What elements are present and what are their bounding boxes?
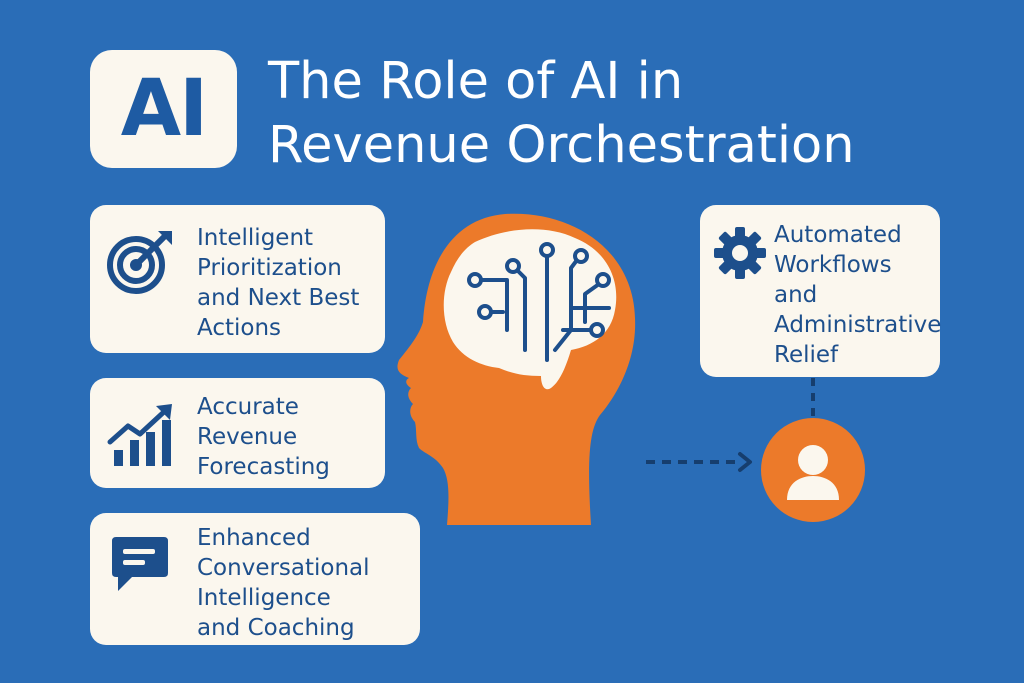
card-line: and bbox=[774, 282, 818, 308]
card-prioritization-text: Intelligent Prioritization and Next Best… bbox=[197, 223, 359, 343]
target-icon bbox=[106, 227, 176, 301]
card-line: Administrative bbox=[774, 312, 942, 338]
card-conversational: Enhanced Conversational Intelligence and… bbox=[90, 513, 420, 645]
growth-chart-icon bbox=[106, 402, 176, 472]
card-line: and Coaching bbox=[197, 615, 355, 641]
card-line: Forecasting bbox=[197, 454, 330, 480]
card-conversational-text: Enhanced Conversational Intelligence and… bbox=[197, 523, 370, 643]
title-line-2: Revenue Orchestration bbox=[268, 116, 855, 175]
page-title: The Role of AI in Revenue Orchestration bbox=[268, 50, 855, 178]
ai-badge-text: AI bbox=[120, 64, 208, 154]
card-line: Enhanced bbox=[197, 525, 311, 551]
card-line: Prioritization bbox=[197, 255, 342, 281]
chat-bubble-icon bbox=[110, 533, 170, 601]
card-line: Intelligence bbox=[197, 585, 331, 611]
card-forecasting: Accurate Revenue Forecasting bbox=[90, 378, 385, 488]
card-line: Conversational bbox=[197, 555, 370, 581]
ai-badge: AI bbox=[90, 50, 237, 168]
card-line: Relief bbox=[774, 342, 839, 368]
dashed-connector bbox=[640, 378, 820, 482]
ai-head-brain-circuit-icon bbox=[395, 210, 640, 534]
card-forecasting-text: Accurate Revenue Forecasting bbox=[197, 392, 330, 482]
card-line: Intelligent bbox=[197, 225, 314, 251]
user-icon bbox=[761, 418, 865, 522]
title-line-1: The Role of AI in bbox=[268, 52, 684, 111]
card-prioritization: Intelligent Prioritization and Next Best… bbox=[90, 205, 385, 353]
card-line: Accurate bbox=[197, 394, 299, 420]
gear-icon bbox=[712, 225, 768, 285]
card-line: Workflows bbox=[774, 252, 892, 278]
card-line: Actions bbox=[197, 315, 282, 341]
card-line: Automated bbox=[774, 222, 902, 248]
card-automation: Automated Workflows and Administrative R… bbox=[700, 205, 941, 377]
card-line: Revenue bbox=[197, 424, 298, 450]
card-line: and Next Best bbox=[197, 285, 360, 311]
card-automation-text: Automated Workflows and Administrative R… bbox=[774, 220, 941, 370]
